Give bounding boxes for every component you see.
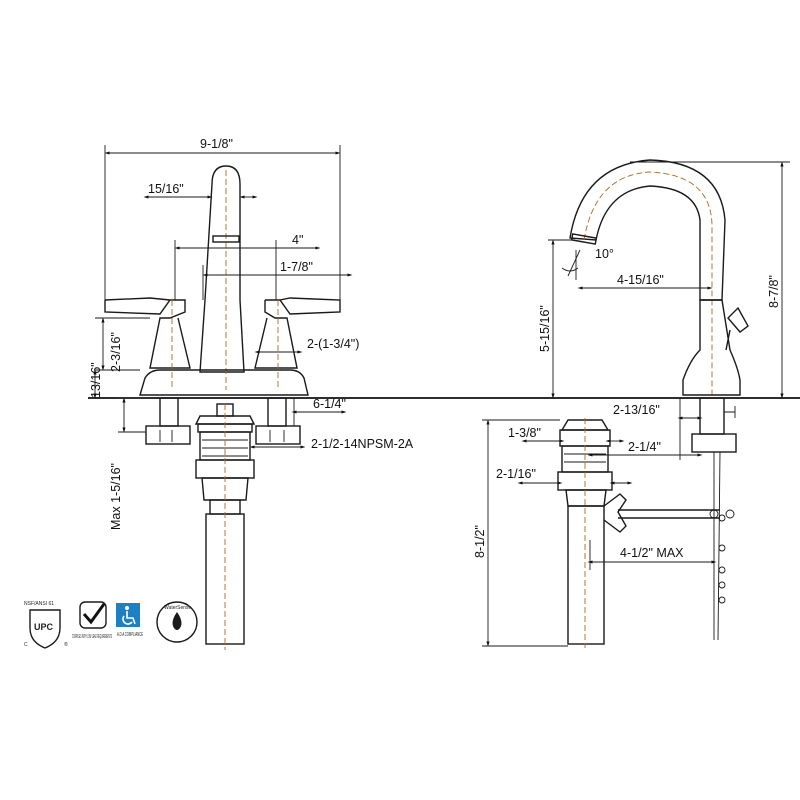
- front-left-shank: [159, 397, 179, 427]
- label-drain-flange: 1-3/8": [508, 426, 541, 440]
- front-aerator: [212, 235, 240, 243]
- svg-text:UPC: UPC: [34, 622, 54, 632]
- label-spout-reach: 4-15/16": [617, 273, 664, 287]
- svg-text:NSF/ANSI 61: NSF/ANSI 61: [24, 601, 54, 607]
- front-right-nut: [255, 425, 301, 445]
- label-spout-width: 15/16": [148, 182, 184, 196]
- label-drain-length: 8-1/2": [473, 525, 487, 558]
- side-rod-holes: [718, 514, 726, 604]
- label-hole-diameter: 2-(1-3/4"): [307, 337, 359, 351]
- label-tailpiece: 6-1/4": [313, 397, 346, 411]
- side-drain-assembly: [557, 418, 735, 648]
- label-max-countertop: Max 1-5/16": [109, 463, 123, 530]
- front-spout: [199, 165, 245, 373]
- side-nut: [691, 433, 737, 453]
- label-spout-angle: 10°: [595, 247, 614, 261]
- lead-compliance-check-icon: COMPLIES WITH LOW LEAD REQUIREMENTS: [72, 601, 112, 640]
- side-view: 8-7/8" 10° 4-15/16" 5-15/16" 2-13/16": [473, 159, 790, 648]
- front-right-handle: [254, 297, 341, 369]
- svg-text:®: ®: [64, 641, 68, 648]
- label-drain-body: 2-1/16": [496, 467, 536, 481]
- label-front-overall-width: 9-1/8": [200, 137, 233, 151]
- certification-logos: NSF/ANSI 61 UPC C ® COMPLIES WITH LOW LE…: [24, 601, 198, 649]
- label-base-height: 13/16": [89, 362, 103, 398]
- label-lift-rod-offset: 2-1/4": [628, 440, 661, 454]
- label-spout-offset: 1-7/8": [280, 260, 313, 274]
- front-right-shank: [267, 397, 287, 427]
- label-spout-height: 5-15/16": [538, 305, 552, 352]
- label-handle-height: 2-3/16": [109, 332, 123, 372]
- label-center-spacing: 4": [292, 233, 303, 247]
- front-left-handle: [104, 297, 191, 369]
- front-drain-assembly: [194, 403, 256, 650]
- label-pivot-reach: 4-1/2" MAX: [620, 546, 684, 560]
- upc-shield-icon: NSF/ANSI 61 UPC C ®: [24, 601, 68, 649]
- label-side-overall-height: 8-7/8": [767, 275, 781, 308]
- svg-text:A.D.A COMPLIANCE: A.D.A COMPLIANCE: [117, 632, 143, 638]
- wheelchair-icon: A.D.A COMPLIANCE: [116, 603, 143, 638]
- svg-text:C: C: [24, 642, 28, 648]
- front-view: 9-1/8" 15/16" 4" 1-7/8" 2-3/16" 13/16": [88, 137, 800, 650]
- side-body: [682, 299, 741, 396]
- side-shank: [699, 397, 725, 435]
- svg-text:COMPLIES WITH LOW LEAD REQUIRE: COMPLIES WITH LOW LEAD REQUIREMENTS: [72, 634, 112, 640]
- label-thread-spec: 2-1/2-14NPSM-2A: [311, 437, 414, 451]
- front-left-nut: [145, 425, 191, 445]
- svg-text:WaterSense: WaterSense: [164, 605, 192, 611]
- side-spout: [569, 159, 726, 301]
- side-aerator: [570, 233, 598, 245]
- side-lever: [725, 306, 749, 351]
- side-lift-rod: [713, 451, 721, 641]
- watersense-drop-icon: WaterSense: [156, 601, 198, 643]
- label-base-depth: 2-13/16": [613, 403, 660, 417]
- front-base-plate: [139, 369, 309, 396]
